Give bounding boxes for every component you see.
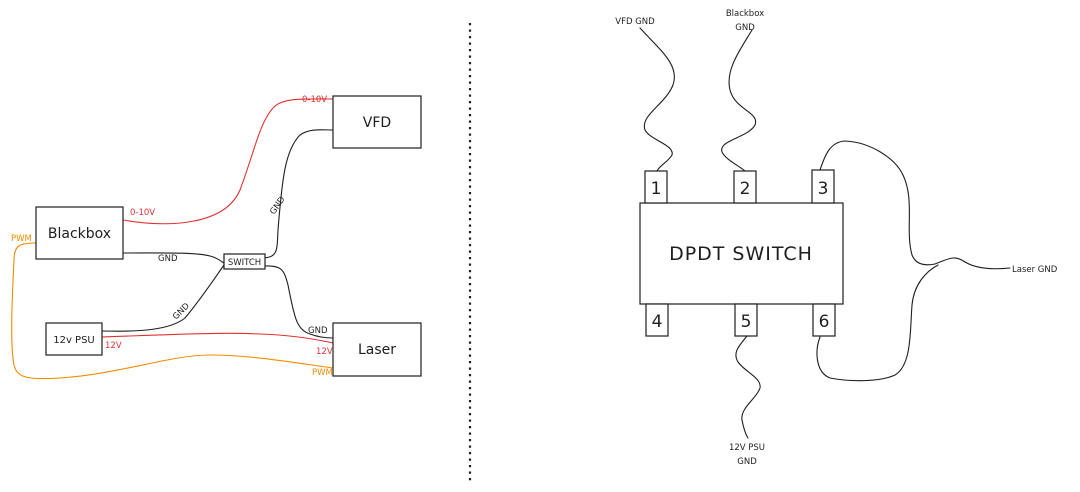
label-laser-gnd: GND	[308, 326, 328, 336]
wire-analog-blackbox-vfd	[122, 98, 334, 225]
pin-2-label: 2	[740, 179, 751, 199]
vfd-node: VFD	[332, 95, 422, 149]
wire-gnd-switch-laser	[263, 265, 334, 339]
switch-node: SWITCH	[223, 253, 266, 270]
dpdt-switch-body: DPDT SWITCH	[639, 202, 844, 305]
label-blackbox-gnd: GND	[158, 254, 178, 264]
dpdt-switch-title: DPDT SWITCH	[669, 243, 813, 265]
label-blackbox-line1: Blackbox	[726, 9, 764, 19]
label-laser-12v: 12V	[316, 347, 333, 357]
label-blackbox-pwm: PWM	[11, 234, 32, 244]
wire-12v-psu-laser	[101, 332, 334, 344]
blackbox-node: Blackbox	[35, 206, 124, 260]
pin-6-label: 6	[819, 312, 830, 332]
wire-pin6-laser-gnd	[816, 264, 939, 382]
psu-node: 12v PSU	[45, 322, 103, 356]
switch-label: SWITCH	[228, 258, 261, 268]
label-blackbox-line2: GND	[735, 23, 755, 33]
pin-3-label: 3	[818, 179, 829, 199]
label-laser-gnd: Laser GND	[1012, 265, 1058, 275]
laser-node: Laser	[332, 322, 422, 377]
blackbox-label: Blackbox	[48, 226, 111, 242]
label-psu-gnd-line1: 12V PSU	[729, 443, 765, 453]
pin-1: 1	[644, 170, 668, 204]
vfd-label: VFD	[363, 115, 391, 131]
laser-label: Laser	[358, 342, 396, 358]
left-wiring-diagram: Blackbox VFD SWITCH 12v PSU Laser 0-10V …	[11, 95, 422, 380]
wire-gnd-switch-vfd	[263, 129, 334, 259]
pin-5: 5	[734, 303, 758, 337]
pin-2: 2	[733, 170, 757, 204]
right-dpdt-diagram: DPDT SWITCH 1 2 3 4 5 6 VFD GND	[615, 9, 1057, 467]
pin-3: 3	[811, 169, 835, 204]
psu-label: 12v PSU	[53, 335, 95, 346]
pin-4-label: 4	[652, 312, 663, 332]
wire-pin5-psu-gnd	[735, 335, 761, 439]
wire-pin3-laser-gnd	[819, 140, 1011, 270]
label-psu-gnd: GND	[171, 301, 192, 322]
pin-1-label: 1	[651, 179, 662, 199]
label-vfd-gnd: GND	[268, 195, 288, 217]
wire-pwm-blackbox-laser	[11, 242, 334, 380]
label-psu-12v: 12V	[105, 341, 122, 351]
label-laser-pwm: PWM	[312, 368, 333, 378]
wire-pin2-blackbox-gnd	[721, 29, 757, 172]
wire-gnd-psu-switch	[101, 264, 225, 332]
label-blackbox-analog: 0-10V	[130, 208, 155, 218]
label-vfd-analog: 0-10V	[302, 95, 327, 105]
pin-5-label: 5	[741, 312, 752, 332]
wire-pin1-vfd-gnd	[639, 27, 675, 172]
pin-4: 4	[645, 303, 669, 337]
label-vfd-gnd: VFD GND	[615, 17, 655, 27]
pin-6: 6	[812, 303, 836, 337]
label-psu-gnd-line2: GND	[737, 457, 757, 467]
wire-gnd-blackbox-switch	[122, 252, 225, 264]
